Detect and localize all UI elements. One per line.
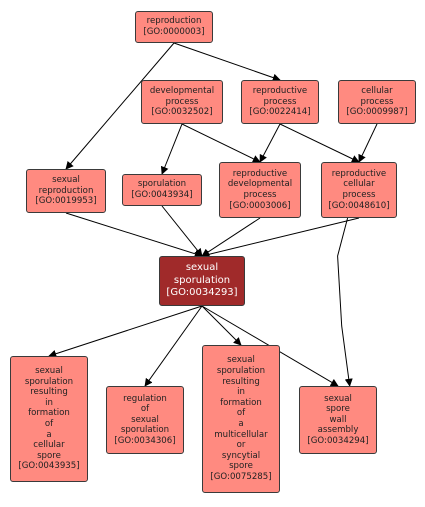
node-label-line: sporulation <box>120 425 170 436</box>
edge-reproductive_process-to-reproductive_cellular_process <box>279 123 360 163</box>
node-label-line: process <box>342 190 376 200</box>
node-label-line: spore <box>229 461 253 472</box>
node-label-line: sporulation <box>173 274 231 286</box>
node-label-line: reproductive <box>232 168 288 179</box>
node-label-line: [GO:0034293] <box>166 287 238 299</box>
node-label-line: [GO:0003006] <box>229 200 291 211</box>
edge-reproductive_process-to-reproductive_developmental_process <box>259 123 281 163</box>
node-label-line: cellular <box>343 179 375 190</box>
node-label-line: of <box>140 404 150 415</box>
node-label-line: reproduction <box>146 16 202 27</box>
node-label-line: [GO:0034294] <box>307 435 369 446</box>
node-label-line: sporulation <box>137 179 187 190</box>
node-label-line: syncytial <box>221 450 261 461</box>
node-label-line: [GO:0019953] <box>35 196 97 207</box>
node-label-line: developmental <box>149 86 215 97</box>
node-label-line: cellular <box>361 86 393 97</box>
node-label-line: developmental <box>227 179 293 190</box>
node-label-line: sexual <box>35 366 63 377</box>
node-label-line: [GO:0032502] <box>151 107 213 118</box>
edge-sexual_sporulation-to-regulation_of_sexual_sporulation <box>144 305 203 387</box>
node-label-line: [GO:0048610] <box>328 200 390 211</box>
node-reproduction[interactable]: reproduction[GO:0000003] <box>135 11 213 43</box>
edge-cellular_process-to-reproductive_cellular_process <box>358 123 378 163</box>
node-label-line: [GO:0009987] <box>346 107 408 118</box>
node-label-line: [GO:0043934] <box>131 190 193 200</box>
node-label-line: [GO:0043935] <box>18 461 80 472</box>
node-label-line: process <box>243 190 277 200</box>
node-label-line: process <box>165 96 199 107</box>
edge-sexual_sporulation-to-sexual_sporulation_cellular_spore <box>48 305 203 358</box>
edge-sexual_reproduction-to-sexual_sporulation <box>65 212 203 258</box>
node-label-line: [GO:0034306] <box>114 435 176 446</box>
node-label-line: regulation <box>123 393 167 404</box>
node-label-line: wall <box>329 414 347 425</box>
node-label-line: sexual <box>131 414 159 425</box>
node-label-line: resulting <box>30 387 68 398</box>
node-label-line: or <box>236 440 246 451</box>
edge-reproductive_cellular_process-to-sexual_spore_wall_assembly <box>337 217 353 387</box>
node-label-line: formation <box>28 408 70 419</box>
node-label-line: of <box>44 419 54 429</box>
node-label-line: sexual <box>324 393 352 404</box>
edge-sexual_sporulation-to-sexual_sporulation_multicellular <box>201 305 242 346</box>
edge-reproductive_cellular_process-to-sexual_sporulation <box>201 217 360 259</box>
node-label-line: process <box>263 96 297 107</box>
node-sporulation[interactable]: sporulation[GO:0043934] <box>122 174 202 206</box>
node-label-line: reproduction <box>38 185 94 196</box>
node-label-line: a <box>46 429 52 440</box>
node-label-line: assembly <box>317 425 359 436</box>
edge-developmental_process-to-reproductive_developmental_process <box>181 123 261 163</box>
edge-developmental_process-to-sporulation <box>160 123 183 175</box>
node-label-line: sporulation <box>24 376 74 387</box>
node-label-line: spore <box>37 450 61 461</box>
node-label-line: spore <box>326 404 350 415</box>
node-label-line: [GO:0022414] <box>249 107 311 118</box>
edge-reproductive_developmental_process-to-sexual_sporulation <box>201 217 261 257</box>
edge-reproduction-to-sexual_reproduction <box>65 42 175 170</box>
node-label-line: of <box>236 408 246 419</box>
node-label-line: [GO:0075285] <box>210 471 272 482</box>
node-label-line: cellular <box>33 440 65 451</box>
node-label-line: sexual <box>227 355 255 366</box>
node-label-line: [GO:0000003] <box>143 27 205 37</box>
node-label-line: multicellular <box>214 429 268 440</box>
node-label-line: sexual <box>52 175 80 186</box>
node-label-line: reproductive <box>331 168 387 179</box>
node-label-line: resulting <box>222 376 260 387</box>
node-label-line: process <box>360 96 394 107</box>
node-label-line: in <box>45 397 53 408</box>
node-label-line: a <box>238 419 244 429</box>
node-label-line: sporulation <box>216 366 266 377</box>
node-label-line: in <box>237 387 245 398</box>
node-label-line: reproductive <box>252 86 308 97</box>
edge-sporulation-to-sexual_sporulation <box>161 205 203 257</box>
edge-reproduction-to-reproductive_process <box>173 42 281 82</box>
node-label-line: sexual <box>185 262 219 274</box>
node-label-line: formation <box>220 397 262 408</box>
